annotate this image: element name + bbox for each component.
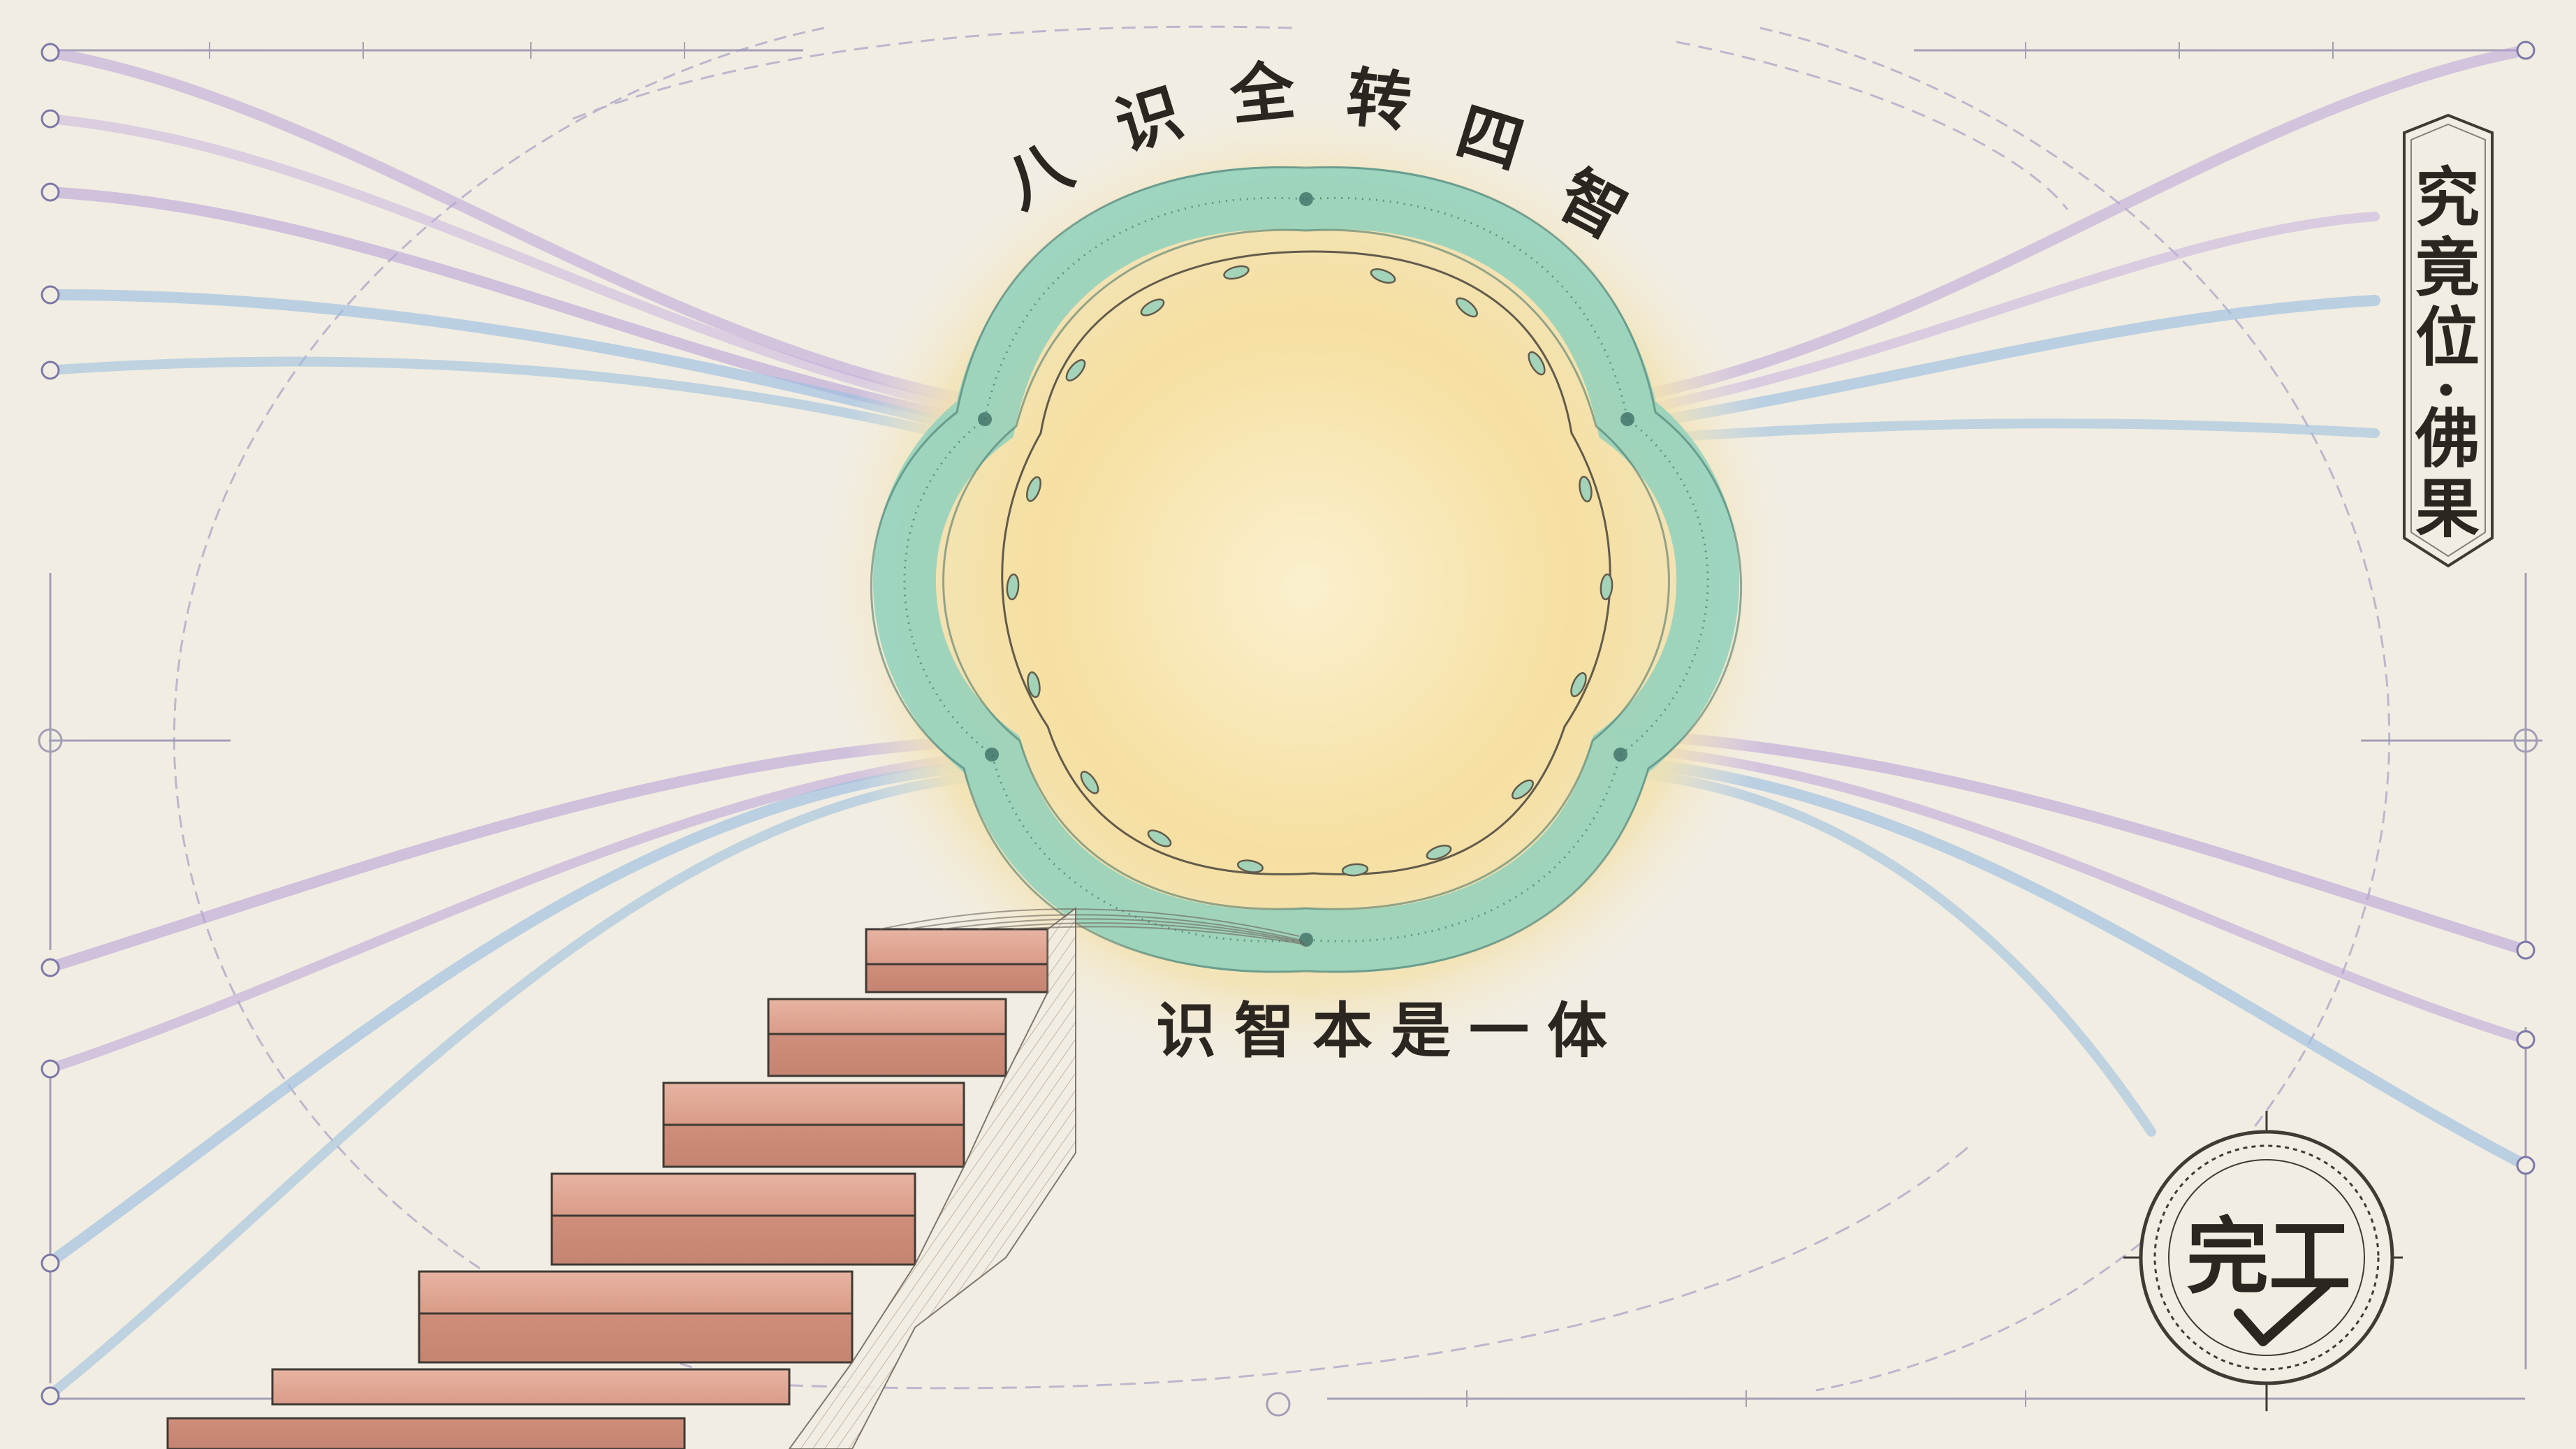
vine-wreath: [1001, 250, 1613, 877]
side-label-char-3: 位: [2415, 300, 2480, 375]
side-label-char-1: 究: [2415, 160, 2480, 235]
title-char-3: 全: [1226, 52, 1299, 134]
stream-endpoints-right-bottom: [2516, 940, 2535, 1175]
side-label-char-2: 竟: [2415, 230, 2480, 305]
stream-endpoints-left-top: [41, 43, 60, 380]
side-label-separator: ·: [2435, 352, 2457, 428]
stream-endpoints-left-bottom: [41, 958, 60, 1406]
wisdom-ring: [870, 166, 1743, 973]
title-char-4: 转: [1343, 59, 1415, 140]
staircase: [166, 907, 1307, 1449]
side-label-char-5: 果: [2415, 471, 2480, 546]
checkmark-icon: [2234, 1281, 2331, 1346]
completion-seal: 完工: [2123, 1111, 2403, 1411]
streams-left-top: [43, 47, 990, 449]
side-label-char-4: 佛: [2415, 401, 2480, 476]
orbit-lines: [173, 25, 2391, 1392]
stream-endpoints-right-top: [2516, 41, 2535, 60]
subtitle: 识智本是一体: [1156, 996, 1625, 1066]
side-label-plaque: 究 竟 位 · 佛 果: [2403, 113, 2494, 568]
streams-left-bottom: [43, 735, 997, 1401]
